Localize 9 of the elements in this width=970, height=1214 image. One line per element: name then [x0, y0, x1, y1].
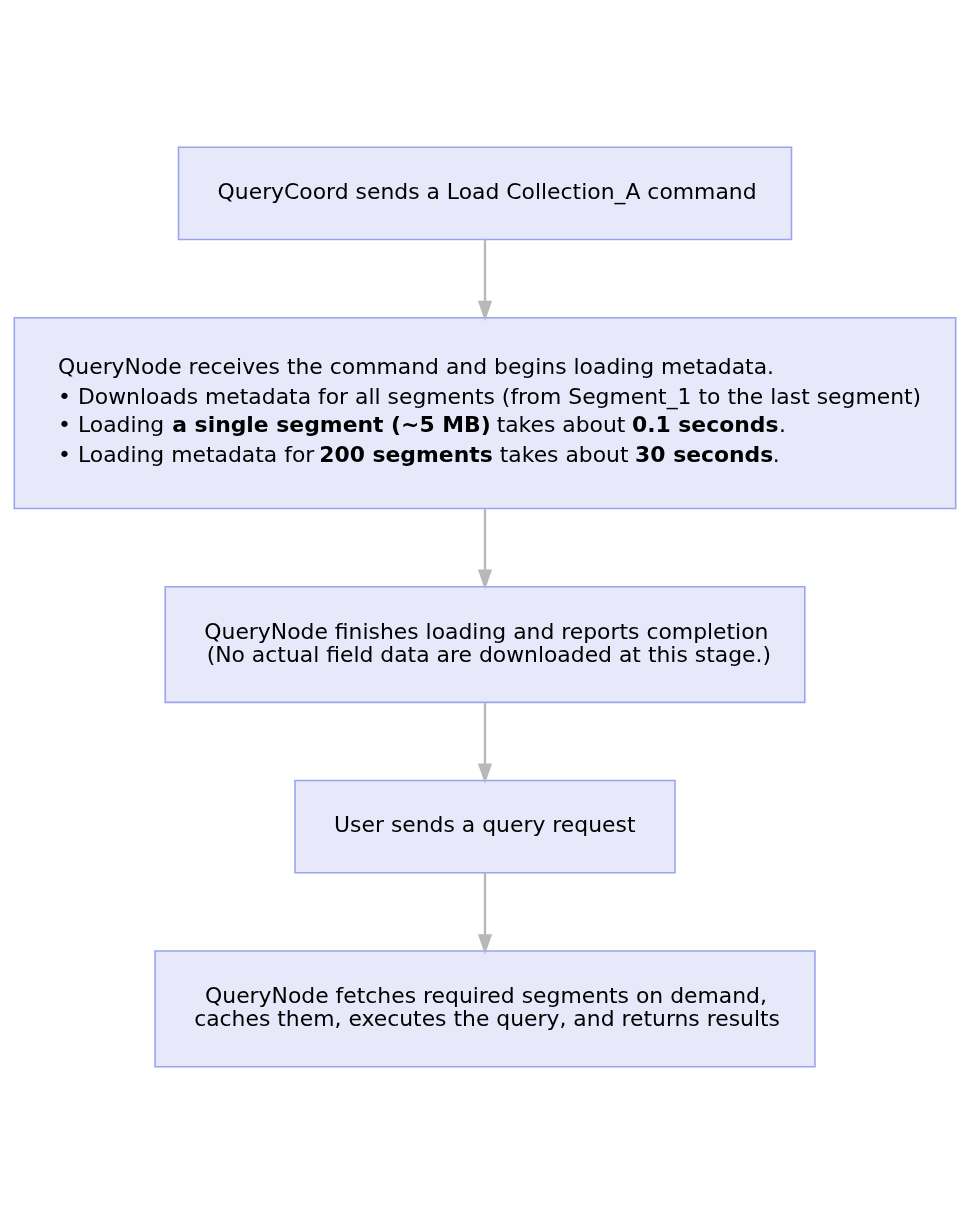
- arrow: [477, 508, 493, 590]
- arrow: [477, 702, 493, 784]
- arrow: [477, 239, 493, 322]
- node-box: QueryNode finishes loading and reports completion (No actual field data are downloaded at this stage.): [164, 585, 806, 704]
- node-box: QueryNode receives the command and begins loading metadata. • Downloads metadata for all segments (from Segment_1 to the last segment) • Loading a single segment (~5 MB) takes about 0.1 seconds. • Loading metadata for 200 segments takes about 30 seconds.: [13, 316, 957, 510]
- node-box: QueryCoord sends a Load Collection_A command: [177, 146, 793, 241]
- node-box: QueryNode fetches required segments on demand, caches them, executes the query, and returns results: [154, 950, 816, 1068]
- arrow: [477, 873, 493, 955]
- node-box: User sends a query request: [294, 779, 676, 874]
